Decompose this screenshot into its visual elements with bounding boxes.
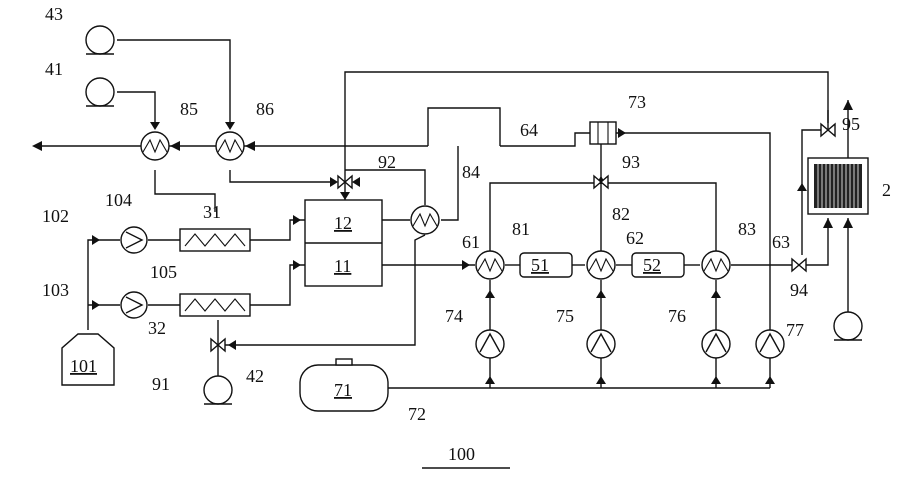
label-104: 104 xyxy=(105,190,132,210)
figure-label: 100 xyxy=(448,444,475,464)
arrow-103 xyxy=(92,300,100,310)
label-102: 102 xyxy=(42,206,69,226)
arrow-76-up xyxy=(711,290,721,298)
label-86: 86 xyxy=(256,99,274,119)
label-51: 51 xyxy=(531,255,549,275)
label-95: 95 xyxy=(842,114,860,134)
hx-84-icon xyxy=(411,206,439,234)
label-12: 12 xyxy=(334,213,352,233)
arrow-86-in xyxy=(225,122,235,130)
line-43 xyxy=(117,40,230,123)
arrow-85 xyxy=(170,141,180,151)
label-83: 83 xyxy=(738,219,756,239)
arrow-12-in xyxy=(340,192,350,200)
label-11: 11 xyxy=(334,256,351,276)
label-81: 81 xyxy=(512,219,530,239)
label-85: 85 xyxy=(180,99,198,119)
label-92: 92 xyxy=(378,152,396,172)
arrow-72-75 xyxy=(596,376,606,384)
line-102 xyxy=(88,240,120,330)
label-74: 74 xyxy=(445,306,463,326)
arrow-92-in xyxy=(330,177,338,187)
label-91: 91 xyxy=(152,374,170,394)
hx-82-icon xyxy=(587,251,615,279)
arrow-92-out xyxy=(352,177,360,187)
arrow-72-74 xyxy=(485,376,495,384)
label-62: 62 xyxy=(626,228,644,248)
label-52: 52 xyxy=(643,255,661,275)
pump-76-icon xyxy=(702,330,730,358)
label-61: 61 xyxy=(462,232,480,252)
hx-86-icon xyxy=(216,132,244,160)
label-2: 2 xyxy=(882,180,891,200)
unit-73-icon xyxy=(590,122,616,144)
label-77: 77 xyxy=(786,320,804,340)
hx-83-icon xyxy=(702,251,730,279)
arrow-12-left xyxy=(293,215,301,225)
pump-41-icon xyxy=(86,78,114,106)
label-63: 63 xyxy=(772,232,790,252)
label-82: 82 xyxy=(612,204,630,224)
arrow-72-76 xyxy=(711,376,721,384)
arrow-102 xyxy=(92,235,100,245)
arrow-75-up xyxy=(596,290,606,298)
heater-31-icon xyxy=(180,229,250,251)
arrow-91 xyxy=(228,340,236,350)
label-93: 93 xyxy=(622,152,640,172)
label-101: 101 xyxy=(70,356,97,376)
pump-77-icon xyxy=(756,330,784,358)
heater-32-icon xyxy=(180,294,250,316)
label-32: 32 xyxy=(148,318,166,338)
feed-pump-104-icon xyxy=(121,227,147,253)
label-94: 94 xyxy=(790,280,808,300)
label-43: 43 xyxy=(45,4,63,24)
arrow-72-77 xyxy=(765,376,775,384)
arrow-74-up xyxy=(485,290,495,298)
label-105: 105 xyxy=(150,262,177,282)
arrow-73-in xyxy=(618,128,626,138)
arrow-95-up xyxy=(797,183,807,191)
hx-81-icon xyxy=(476,251,504,279)
line-top-loop xyxy=(345,72,828,146)
arrow-left-output xyxy=(32,141,42,151)
pump-75-icon xyxy=(587,330,615,358)
hx-85-icon xyxy=(141,132,169,160)
label-64: 64 xyxy=(520,120,538,140)
label-73: 73 xyxy=(628,92,646,112)
pump-right-icon xyxy=(834,312,862,340)
valve-94-icon xyxy=(792,259,806,271)
label-31: 31 xyxy=(203,202,221,222)
label-103: 103 xyxy=(42,280,69,300)
line-86-92 xyxy=(230,170,336,182)
unit-2-icon xyxy=(808,158,868,214)
label-71: 71 xyxy=(334,380,352,400)
arrow-2-in-left xyxy=(823,218,833,228)
line-41 xyxy=(117,92,155,123)
arrow-2-in xyxy=(843,218,853,228)
label-42: 42 xyxy=(246,366,264,386)
labels: 43 41 85 86 92 84 64 73 93 95 2 102 104 … xyxy=(42,4,891,464)
label-72: 72 xyxy=(408,404,426,424)
line-31-12 xyxy=(250,220,305,240)
pump-43-icon xyxy=(86,26,114,54)
line-84-right xyxy=(441,146,458,220)
pump-74-icon xyxy=(476,330,504,358)
arrow-86 xyxy=(245,141,255,151)
feed-pump-105-icon xyxy=(121,292,147,318)
label-84: 84 xyxy=(462,162,480,182)
line-64-return xyxy=(428,108,500,146)
arrow-61 xyxy=(462,260,470,270)
arrow-11-left xyxy=(293,260,301,270)
label-76: 76 xyxy=(668,306,686,326)
pump-42-icon xyxy=(204,376,232,404)
arrow-2-out xyxy=(843,100,853,110)
label-41: 41 xyxy=(45,59,63,79)
line-64 xyxy=(500,133,590,146)
line-32-11 xyxy=(250,265,305,305)
arrow-85-in xyxy=(150,122,160,130)
label-75: 75 xyxy=(556,306,574,326)
